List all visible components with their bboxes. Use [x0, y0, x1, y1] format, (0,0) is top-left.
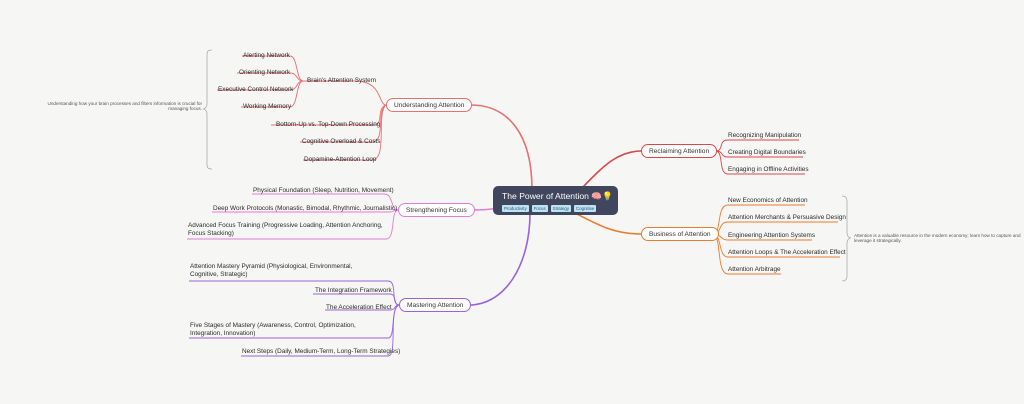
- node-dopamine-loop[interactable]: Dopamine-Attention Loop: [304, 156, 377, 163]
- root-node[interactable]: The Power of Attention 🧠💡 Productivity F…: [493, 186, 618, 215]
- node-digital-boundaries[interactable]: Creating Digital Boundaries: [728, 149, 806, 156]
- summary-bracket-right: [841, 195, 852, 282]
- node-executive-control-network[interactable]: Executive Control Network: [218, 86, 294, 93]
- node-recognizing-manipulation[interactable]: Recognizing Manipulation: [728, 132, 802, 139]
- node-bottom-up-top-down[interactable]: Bottom-Up vs. Top-Down Processing: [276, 121, 381, 128]
- node-brain-attention-system[interactable]: Brain's Attention System: [307, 77, 377, 84]
- node-advanced-focus-training[interactable]: Advanced Focus Training (Progressive Loa…: [188, 222, 383, 237]
- tag-strategy: Strategy: [550, 205, 572, 212]
- edge-root-mastering: [468, 212, 531, 306]
- tag-productivity: Productivity: [502, 205, 529, 212]
- node-deep-work-protocols[interactable]: Deep Work Protocols (Monastic, Bimodal, …: [213, 205, 398, 212]
- node-attention-loops[interactable]: Attention Loops & The Acceleration Effec…: [728, 249, 846, 256]
- root-tags: Productivity Focus Strategy Cognitive: [502, 205, 597, 212]
- tag-cognitive: Cognitive: [574, 205, 597, 212]
- edge-root-business: [574, 212, 642, 235]
- edge-root-understanding: [470, 104, 533, 191]
- node-offline-activities[interactable]: Engaging in Offline Activities: [728, 166, 809, 173]
- tag-focus: Focus: [531, 205, 548, 212]
- node-alerting-network[interactable]: Alerting Network: [243, 52, 290, 59]
- branch-reclaiming-attention[interactable]: Reclaiming Attention: [641, 144, 718, 158]
- node-next-steps[interactable]: Next Steps (Daily, Medium-Term, Long-Ter…: [242, 348, 401, 355]
- branch-business-of-attention[interactable]: Business of Attention: [641, 227, 719, 241]
- node-working-memory[interactable]: Working Memory: [243, 103, 292, 110]
- node-integration-framework[interactable]: The Integration Framework: [315, 287, 392, 294]
- branch-understanding-attention[interactable]: Understanding Attention: [386, 98, 473, 112]
- branch-mastering-attention[interactable]: Mastering Attention: [399, 298, 472, 312]
- branch-strengthening-focus[interactable]: Strengthening Focus: [398, 203, 475, 217]
- node-acceleration-effect[interactable]: The Acceleration Effect: [326, 304, 392, 311]
- node-five-stages-of-mastery[interactable]: Five Stages of Mastery (Awareness, Contr…: [190, 322, 356, 337]
- node-orienting-network[interactable]: Orienting Network: [239, 69, 291, 76]
- node-attention-mastery-pyramid[interactable]: Attention Mastery Pyramid (Physiological…: [190, 263, 353, 278]
- node-cognitive-overload[interactable]: Cognitive Overload & Costs: [302, 138, 381, 145]
- node-engineering-systems[interactable]: Engineering Attention Systems: [728, 232, 816, 239]
- node-new-economics[interactable]: New Economics of Attention: [728, 197, 808, 204]
- node-attention-merchants[interactable]: Attention Merchants & Persuasive Design: [728, 214, 846, 221]
- node-attention-arbitrage[interactable]: Attention Arbitrage: [728, 266, 781, 273]
- summary-business: Attention is a valuable resource in the …: [854, 233, 1021, 244]
- summary-understanding: Understanding how your brain processes a…: [47, 101, 202, 112]
- summary-bracket-left: [202, 49, 213, 170]
- node-physical-foundation[interactable]: Physical Foundation (Sleep, Nutrition, M…: [253, 187, 394, 194]
- root-title: The Power of Attention 🧠💡: [502, 191, 613, 201]
